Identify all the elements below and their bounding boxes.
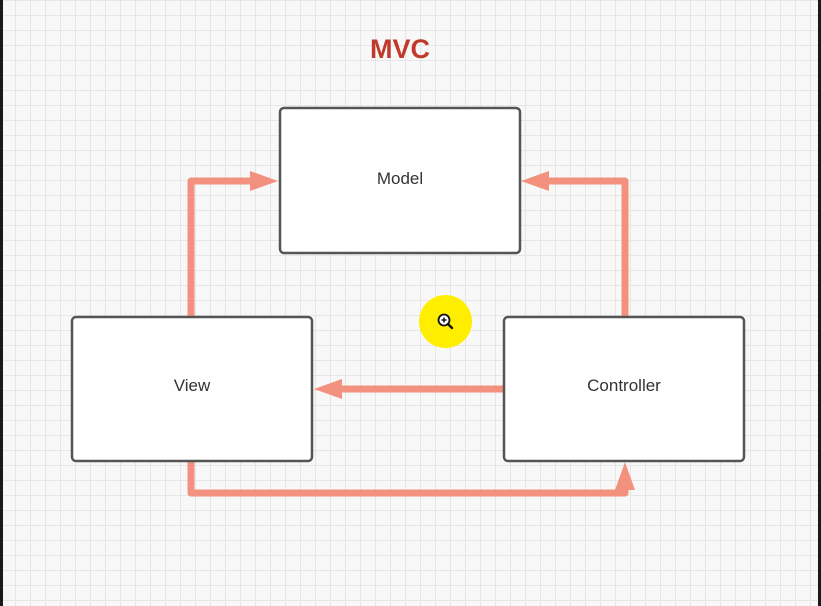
arrow-view-to-model [187,177,252,318]
arrowhead-controller-to-model [521,171,549,191]
view-box: View [70,315,314,463]
zoom-in-icon [437,313,454,330]
diagram-title: MVC [370,34,430,64]
window-right-edge [818,0,821,606]
arrow-controller-to-model [547,177,629,318]
view-box-frame [70,315,314,463]
arrows-group [187,171,635,497]
model-box-frame [278,106,522,255]
model-label: Model [377,169,423,188]
controller-label: Controller [587,376,661,395]
view-label: View [174,376,211,395]
model-box: Model [278,106,522,255]
controller-box-frame [502,315,746,463]
cursor-highlight [419,295,472,348]
arrowhead-view-to-model [250,171,278,191]
arrowhead-view-to-controller [615,462,635,490]
window-left-edge [0,0,3,606]
arrow-view-to-controller [187,461,629,497]
controller-box: Controller [502,315,746,463]
arrowhead-controller-to-view [314,379,342,399]
